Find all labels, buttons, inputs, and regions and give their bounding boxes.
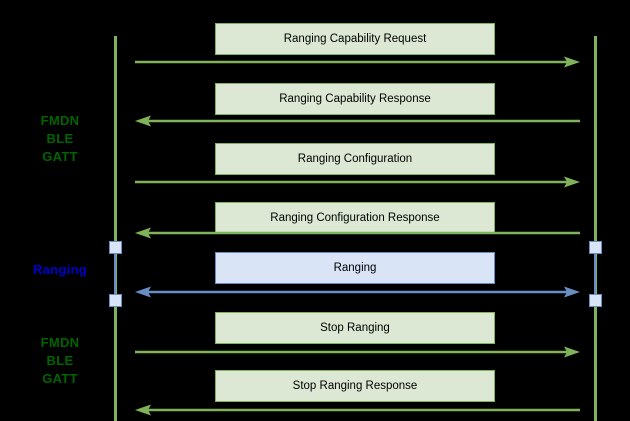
phase-label-fmdn-ble-gatt-top: FMDN BLE GATT (40, 113, 80, 164)
message-box-stop-ranging-response: Stop Ranging Response (215, 370, 495, 402)
message-arrow-ranging-capability-request (135, 55, 580, 69)
left-activation-bar (114, 248, 116, 300)
left-activation-start (109, 241, 122, 254)
right-activation-bar (594, 248, 596, 300)
right-activation-start (589, 241, 602, 254)
phase-label-fmdn-ble-gatt-bottom: FMDN BLE GATT (40, 335, 80, 386)
message-arrow-ranging-configuration (135, 175, 580, 189)
message-box-stop-ranging: Stop Ranging (215, 312, 495, 344)
message-box-ranging: Ranging (215, 252, 495, 284)
left-activation-end (109, 294, 122, 307)
message-box-ranging-capability-request: Ranging Capability Request (215, 23, 495, 55)
message-arrow-ranging-configuration-response (135, 226, 580, 240)
message-box-ranging-capability-response: Ranging Capability Response (215, 83, 495, 115)
message-arrow-ranging-bidirectional (135, 285, 580, 299)
message-arrow-ranging-capability-response (135, 114, 580, 128)
message-arrow-stop-ranging (135, 345, 580, 359)
phase-label-ranging: Ranging (32, 262, 88, 277)
message-arrow-stop-ranging-response (135, 403, 580, 417)
right-lifeline (594, 36, 597, 421)
left-lifeline (114, 36, 117, 421)
message-box-ranging-configuration: Ranging Configuration (215, 143, 495, 175)
right-activation-end (589, 294, 602, 307)
